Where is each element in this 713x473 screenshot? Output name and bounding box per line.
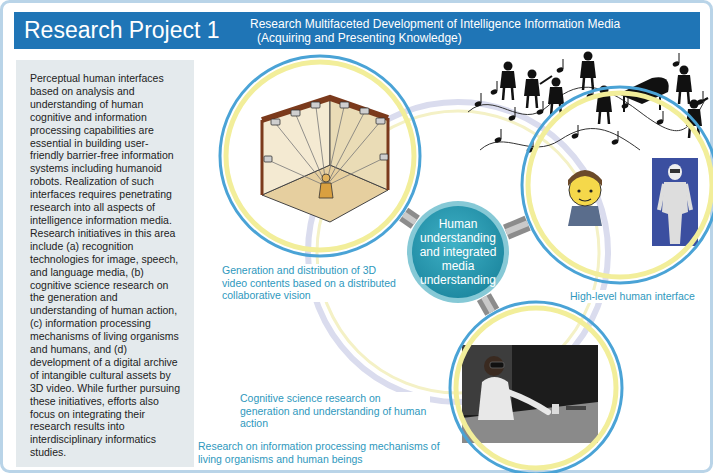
theme-circle: Generation and distribution of 3D video … bbox=[218, 54, 422, 258]
robot-photo bbox=[652, 158, 698, 246]
label-holder: Generation and distribution of 3D video … bbox=[222, 264, 400, 302]
cylinder-connector bbox=[484, 297, 492, 312]
theme-label: Cognitive science research on generation… bbox=[240, 392, 430, 430]
body-text: Perceptual human interfaces based on ana… bbox=[30, 72, 182, 459]
lab-photo bbox=[462, 345, 598, 443]
theme-circle: High-level human interface bbox=[520, 85, 713, 285]
theme-label: High-level human interface bbox=[570, 290, 708, 303]
subtitle-text: (Acquiring and Presenting Knowledge) bbox=[257, 31, 620, 45]
circle-outline bbox=[520, 85, 713, 285]
theme-circle: Cognitive science research on generation… bbox=[448, 300, 624, 473]
subtitle-text: Research Multifaceted Development of Int… bbox=[250, 17, 620, 31]
label-holder: High-level human interface bbox=[570, 290, 708, 303]
stage-sketch bbox=[262, 98, 388, 222]
hub-text-holder: Human understanding and integrated media… bbox=[406, 200, 510, 304]
description-panel: Perceptual human interfaces based on ana… bbox=[16, 60, 194, 467]
hub-circle: Human understanding and integrated media… bbox=[406, 200, 510, 304]
label-holder: Research on information processing mecha… bbox=[198, 440, 443, 465]
theme-label: Research on information processing mecha… bbox=[198, 440, 443, 465]
theme-label: Generation and distribution of 3D video … bbox=[222, 264, 400, 302]
subtitle-group: Research Multifaceted Development of Int… bbox=[250, 17, 620, 45]
cylinder-connector bbox=[506, 223, 528, 232]
hub-text: Human understanding and integrated media… bbox=[418, 217, 499, 287]
title-band: Research Project 1Research Multifaceted … bbox=[14, 12, 700, 49]
label-holder: Cognitive science research on generation… bbox=[240, 392, 430, 430]
circle-outline bbox=[448, 300, 624, 473]
circle-outline bbox=[218, 54, 422, 258]
cartoon-face bbox=[568, 170, 602, 226]
cylinder-connector bbox=[404, 214, 416, 222]
title-text: Research Project 1 bbox=[24, 17, 250, 44]
